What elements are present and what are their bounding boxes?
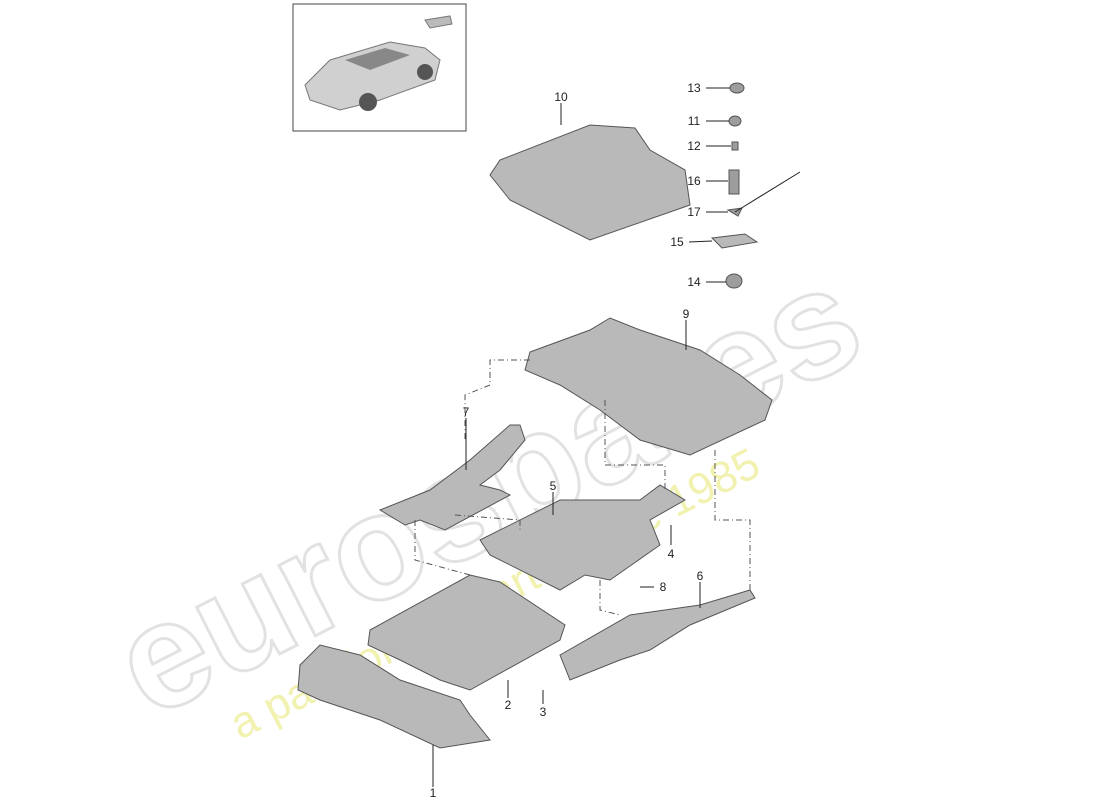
callout-11: 11 [688,114,701,128]
callout-3: 3 [540,705,547,719]
part-7-tunnel-panel [378,424,526,531]
callout-6: 6 [697,569,704,583]
callout-9: 9 [683,307,690,321]
callout-16: 16 [687,174,701,188]
callout-7: 7 [463,405,470,419]
part-6-side-panel [559,589,756,681]
vehicle-thumbnail [292,3,467,132]
fasteners-column [710,82,801,289]
callout-2: 2 [505,698,512,712]
part-10-rear-panel [489,124,691,241]
callout-labels: 1 2 3 4 5 6 7 8 9 10 11 12 13 14 15 16 1… [430,81,704,800]
callout-5: 5 [550,479,557,493]
callout-4: 4 [668,547,675,561]
part-9-floor-panel [524,317,773,456]
part-2-front-panel [367,574,566,691]
leader-lines [432,87,731,787]
callout-10: 10 [554,90,568,104]
part-1-front-spoiler [297,644,491,749]
callout-12: 12 [687,139,701,153]
callout-13: 13 [687,81,701,95]
callout-8: 8 [660,580,667,594]
callout-1: 1 [430,786,437,800]
callout-15: 15 [670,235,684,249]
assembly-lines [414,359,751,616]
part-5-center-panel [479,484,686,591]
callout-14: 14 [687,275,701,289]
callout-17: 17 [687,205,701,219]
